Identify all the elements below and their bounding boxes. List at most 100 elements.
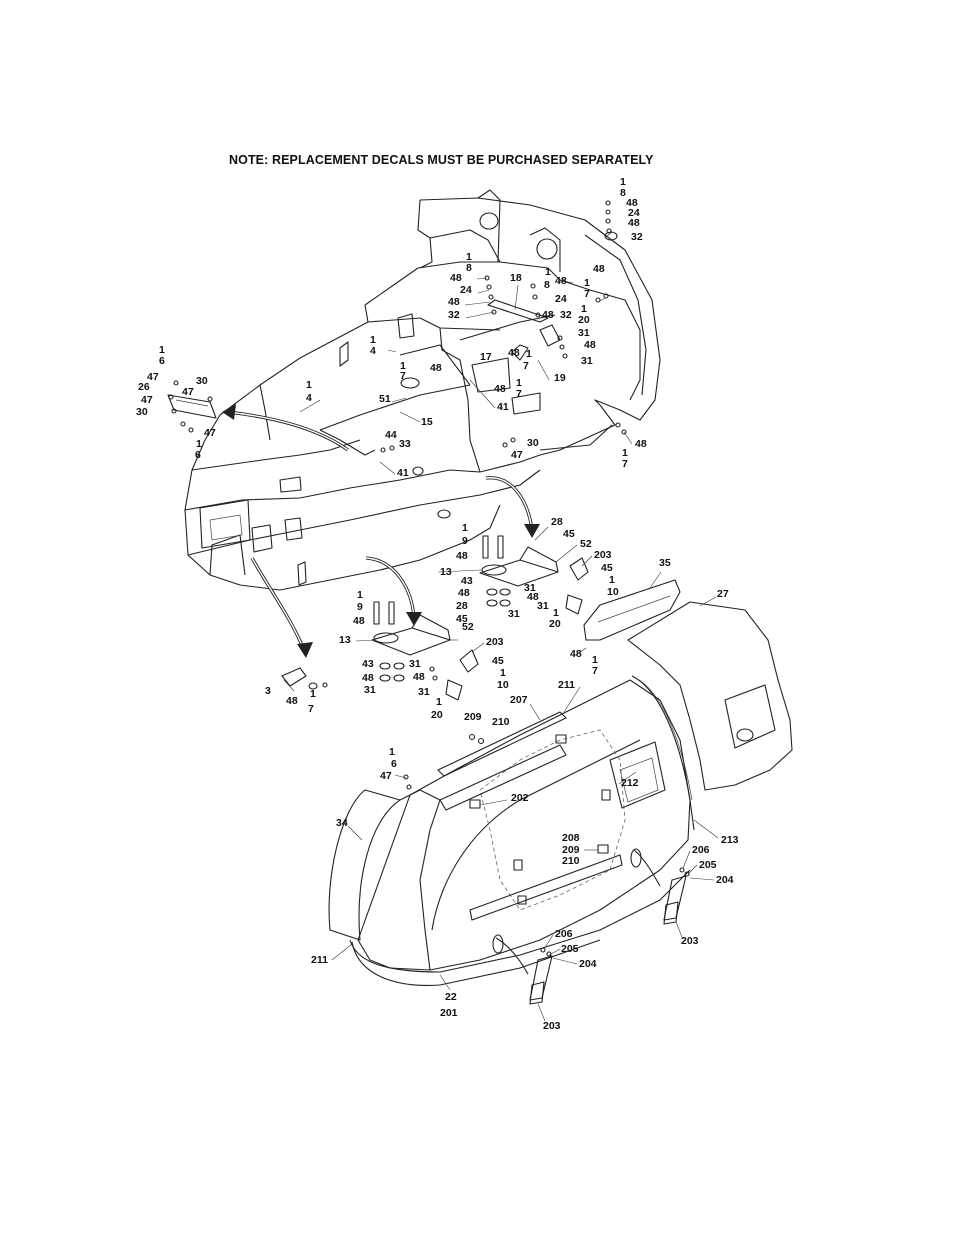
- part-callout: 32: [448, 309, 460, 321]
- part-callout: 207: [510, 694, 528, 706]
- part-callout: 32: [631, 231, 643, 243]
- part-callout: 31: [418, 686, 430, 698]
- part-callout: 52: [580, 538, 592, 550]
- part-callout: 45: [563, 528, 575, 540]
- part-callout: 7: [516, 388, 522, 400]
- part-callout: 41: [497, 401, 509, 413]
- part-callout: 48: [458, 587, 470, 599]
- part-callout: 28: [456, 600, 468, 612]
- part-callout: 6: [195, 449, 201, 461]
- part-callout: 47: [204, 427, 216, 439]
- part-callout: 30: [527, 437, 539, 449]
- part-callout: 213: [721, 834, 739, 846]
- part-callout: 48: [626, 197, 638, 209]
- part-callout: 1: [196, 438, 202, 450]
- part-callout: 45: [601, 562, 613, 574]
- part-callout: 13: [339, 634, 351, 646]
- part-callout: 1: [466, 251, 472, 263]
- part-callout: 48: [456, 550, 468, 562]
- part-callout: 1: [370, 334, 376, 346]
- part-callout: 9: [462, 535, 468, 547]
- part-callout: 34: [336, 817, 348, 829]
- part-callout: 27: [717, 588, 729, 600]
- part-callout: 1: [516, 377, 522, 389]
- part-callout: 1: [389, 746, 395, 758]
- part-callout: 30: [196, 375, 208, 387]
- part-callout: 1: [584, 277, 590, 289]
- part-callout: 7: [592, 665, 598, 677]
- part-callout: 1: [400, 360, 406, 372]
- part-callout: 1: [545, 266, 551, 278]
- part-callout: 48: [570, 648, 582, 660]
- part-callout: 4: [370, 345, 376, 357]
- part-callout: 202: [511, 792, 529, 804]
- part-callout: 26: [138, 381, 150, 393]
- part-callout: 10: [607, 586, 619, 598]
- part-callout: 8: [544, 279, 550, 291]
- part-callout: 31: [537, 600, 549, 612]
- part-callout: 1: [436, 696, 442, 708]
- assembly-arrows: [222, 404, 540, 658]
- part-callout: 1: [622, 447, 628, 459]
- part-callout: 1: [306, 379, 312, 391]
- part-callout: 52: [462, 621, 474, 633]
- decal-note: NOTE: REPLACEMENT DECALS MUST BE PURCHAS…: [229, 153, 654, 167]
- leader-lines: [283, 231, 719, 1022]
- part-callout: 47: [141, 394, 153, 406]
- part-callout: 8: [466, 262, 472, 274]
- part-callout: 13: [440, 566, 452, 578]
- step-bracket-lower: [371, 601, 479, 701]
- part-callout: 48: [593, 263, 605, 275]
- cover-35: [583, 579, 681, 641]
- part-callout: 18: [510, 272, 522, 284]
- part-callout: 209: [562, 844, 580, 856]
- part-callout: 1: [553, 607, 559, 619]
- part-callout: 204: [579, 958, 597, 970]
- part-callout: 205: [561, 943, 579, 955]
- part-callout: 212: [621, 777, 639, 789]
- part-callout: 35: [659, 557, 671, 569]
- part-callout: 1: [592, 654, 598, 666]
- part-callout: 47: [511, 449, 523, 461]
- part-callout: 22: [445, 991, 457, 1003]
- part-callout: 48: [430, 362, 442, 374]
- part-callout: 1: [357, 589, 363, 601]
- part-callout: 48: [527, 591, 539, 603]
- part-callout: 31: [524, 582, 536, 594]
- part-callout: 203: [543, 1020, 561, 1032]
- part-callout: 7: [523, 360, 529, 372]
- part-callout: 10: [497, 679, 509, 691]
- part-callout: 43: [461, 575, 473, 587]
- part-callout: 48: [450, 272, 462, 284]
- part-callout: 48: [494, 383, 506, 395]
- part-callout: 17: [480, 351, 492, 363]
- part-callout: 31: [578, 327, 590, 339]
- latch-right: [630, 848, 690, 925]
- part-callout: 48: [413, 671, 425, 683]
- part-callout: 48: [353, 615, 365, 627]
- part-callout: 1: [526, 348, 532, 360]
- part-callout: 210: [562, 855, 580, 867]
- latch-left: [492, 934, 553, 1005]
- part-callout: 31: [409, 658, 421, 670]
- part-callout: 203: [681, 935, 699, 947]
- seal-strip-213: [631, 675, 695, 831]
- part-callout: 20: [549, 618, 561, 630]
- part-callout: 48: [542, 309, 554, 321]
- part-callout: 31: [364, 684, 376, 696]
- part-callout: 30: [136, 406, 148, 418]
- part-callout: 47: [182, 386, 194, 398]
- part-callout: 20: [578, 314, 590, 326]
- side-panel-27: [627, 601, 793, 791]
- part-callout: 209: [464, 711, 482, 723]
- part-callout: 51: [379, 393, 391, 405]
- part-callout: 43: [362, 658, 374, 670]
- part-callout: 32: [560, 309, 572, 321]
- part-callout: 24: [460, 284, 472, 296]
- part-callout: 204: [716, 874, 734, 886]
- part-callout: 210: [492, 716, 510, 728]
- part-callout: 211: [558, 679, 575, 691]
